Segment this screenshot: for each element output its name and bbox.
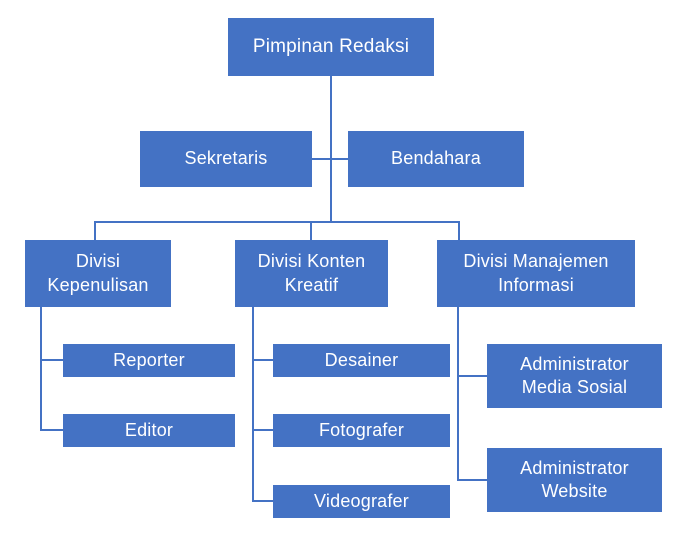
connector-drop-kepenulisan (94, 221, 96, 240)
org-node-sekretaris: Sekretaris (140, 131, 312, 187)
connector-stub-admin-website (457, 479, 487, 481)
node-label-administrator-media-sosial: Administrator Media Sosial (520, 353, 629, 397)
connector-stub-reporter (40, 359, 63, 361)
connector-divisions-horizontal (95, 221, 460, 223)
node-label-editor: Editor (124, 419, 174, 440)
node-label-desainer: Desainer (324, 349, 399, 370)
connector-stub-desainer (252, 359, 273, 361)
node-label-divisi-konten-kreatif: Divisi Konten Kreatif (257, 251, 366, 295)
connector-konten-vertical (252, 307, 254, 502)
connector-stub-fotografer (252, 429, 273, 431)
node-label-bendahara: Bendahara (391, 148, 481, 169)
connector-sekretaris-bendahara (312, 158, 348, 160)
connector-manajemen-vertical (457, 307, 459, 481)
node-label-reporter: Reporter (113, 349, 185, 370)
org-node-divisi-konten-kreatif: Divisi Konten Kreatif (235, 240, 388, 307)
node-label-divisi-manajemen-informasi: Divisi Manajemen Informasi (463, 251, 609, 295)
connector-stub-admin-media-sosial (457, 375, 487, 377)
org-node-editor: Editor (63, 414, 235, 447)
org-node-pimpinan-redaksi: Pimpinan Redaksi (228, 18, 434, 76)
node-label-pimpinan-redaksi: Pimpinan Redaksi (252, 35, 410, 57)
node-label-divisi-kepenulisan: Divisi Kepenulisan (47, 251, 149, 295)
node-label-videografer: Videografer (314, 490, 409, 511)
org-node-bendahara: Bendahara (348, 131, 524, 187)
connector-trunk-vertical (330, 76, 332, 222)
connector-kepenulisan-vertical (40, 307, 42, 431)
org-node-administrator-website: Administrator Website (487, 448, 662, 512)
connector-drop-konten-kreatif (310, 221, 312, 240)
node-label-fotografer: Fotografer (318, 419, 405, 440)
org-node-videografer: Videografer (273, 485, 450, 518)
node-label-sekretaris: Sekretaris (184, 148, 268, 169)
org-node-fotografer: Fotografer (273, 414, 450, 447)
connector-drop-manajemen-informasi (458, 221, 460, 240)
org-node-desainer: Desainer (273, 344, 450, 377)
connector-stub-videografer (252, 500, 273, 502)
org-node-reporter: Reporter (63, 344, 235, 377)
connector-stub-editor (40, 429, 63, 431)
node-label-administrator-website: Administrator Website (520, 457, 629, 501)
org-node-administrator-media-sosial: Administrator Media Sosial (487, 344, 662, 408)
org-node-divisi-kepenulisan: Divisi Kepenulisan (25, 240, 171, 307)
org-node-divisi-manajemen-informasi: Divisi Manajemen Informasi (437, 240, 635, 307)
